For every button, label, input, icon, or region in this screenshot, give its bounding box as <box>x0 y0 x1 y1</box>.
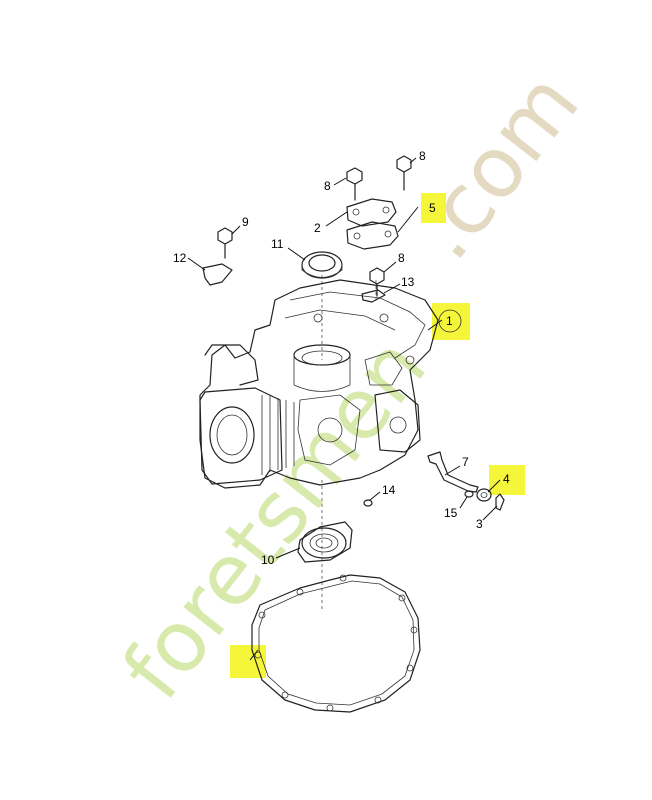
callout-5[interactable]: 5 <box>429 201 436 215</box>
gasket-part-5[interactable] <box>346 221 399 250</box>
callout-15[interactable]: 15 <box>444 506 458 520</box>
callout-14[interactable]: 14 <box>382 483 396 497</box>
callout-13[interactable]: 13 <box>401 275 415 289</box>
gasket-bolt-holes <box>254 574 418 712</box>
bolt-part-8-right[interactable] <box>396 155 412 191</box>
callout-2[interactable]: 2 <box>314 221 321 235</box>
callout-10[interactable]: 10 <box>261 553 275 567</box>
highlight-part-5[interactable] <box>421 193 446 223</box>
callout-9[interactable]: 9 <box>242 215 249 229</box>
callout-8-right[interactable]: 8 <box>419 149 426 163</box>
callout-8-left[interactable]: 8 <box>324 179 331 193</box>
watermark-suffix: .com <box>394 55 598 278</box>
callout-8-mid[interactable]: 8 <box>398 251 405 265</box>
ring-part-14[interactable] <box>363 499 373 507</box>
rod-part-7[interactable] <box>427 451 479 493</box>
crankcase-body[interactable] <box>199 279 439 489</box>
leader-lines <box>187 157 501 661</box>
callout-3[interactable]: 3 <box>476 517 483 531</box>
clip-part-13[interactable] <box>361 289 386 303</box>
pin-part-3[interactable] <box>495 493 505 511</box>
ring-part-15[interactable] <box>464 490 474 498</box>
cover-plate-part-2[interactable] <box>346 198 397 227</box>
bearing-part-10[interactable] <box>297 521 353 563</box>
bolt-part-8-left[interactable] <box>346 167 363 201</box>
callout-1-circle <box>438 309 462 333</box>
callout-1[interactable]: 1 <box>446 314 453 328</box>
callout-7[interactable]: 7 <box>462 455 469 469</box>
bracket-part-12[interactable] <box>202 263 233 286</box>
bolt-part-9[interactable] <box>217 227 233 259</box>
callout-12[interactable]: 12 <box>173 251 187 265</box>
highlight-part-1[interactable] <box>432 303 470 340</box>
crankcase-gasket[interactable] <box>251 574 421 713</box>
watermark: foretsmen .com <box>104 55 598 718</box>
nut-part-4[interactable] <box>476 488 492 502</box>
watermark-brand: foretsmen <box>104 319 445 717</box>
highlight-gasket[interactable] <box>230 645 266 678</box>
oil-seal-part-11[interactable] <box>301 251 343 279</box>
callout-11[interactable]: 11 <box>271 237 284 251</box>
highlight-part-4[interactable] <box>489 465 525 495</box>
callout-4[interactable]: 4 <box>503 472 510 486</box>
callout-labels: 8 8 8 2 5 9 11 12 13 1 7 4 15 3 14 10 <box>173 149 510 567</box>
